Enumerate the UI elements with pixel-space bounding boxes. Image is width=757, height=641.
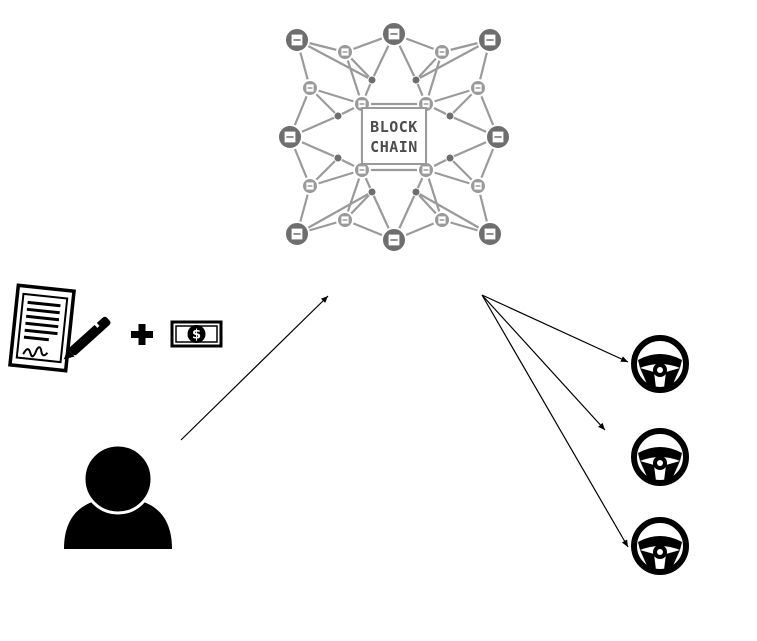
network-edge	[296, 191, 373, 235]
svg-text:$: $	[192, 328, 201, 343]
network-node	[445, 111, 455, 121]
network-node	[333, 111, 343, 121]
blockchain-to-driver-arrow-1	[481, 294, 629, 363]
blockchain-label-line2: CHAIN	[370, 138, 418, 156]
network-edge	[425, 86, 479, 106]
network-node	[367, 187, 377, 197]
network-node	[411, 75, 421, 85]
network-edge	[415, 39, 491, 81]
network-edge	[415, 191, 491, 235]
blockchain-to-driver-arrow-3	[481, 294, 629, 548]
user-to-blockchain-arrow	[180, 295, 329, 441]
network-node	[411, 187, 421, 197]
blockchain-network-icon: BLOCK CHAIN	[277, 21, 511, 253]
network-edge	[343, 51, 364, 105]
signed-contract-icon	[8, 283, 111, 373]
blockchain-label-line1: BLOCK	[370, 118, 418, 136]
steering-wheel-icon	[634, 431, 686, 483]
network-node	[333, 153, 343, 163]
plus-icon	[131, 324, 153, 345]
network-edge	[424, 51, 444, 105]
steering-wheel-icon	[634, 520, 686, 572]
dollar-bill-icon: $	[170, 320, 223, 348]
blockchain-label-box	[361, 107, 427, 165]
network-edge	[425, 168, 479, 188]
steering-wheel-icon	[634, 338, 686, 390]
network-node	[367, 75, 377, 85]
network-edge	[309, 168, 363, 188]
user-icon	[64, 443, 172, 549]
network-edge	[296, 39, 373, 81]
network-node	[445, 153, 455, 163]
network-edge	[309, 86, 363, 106]
blockchain-to-driver-arrow-2	[481, 294, 606, 431]
